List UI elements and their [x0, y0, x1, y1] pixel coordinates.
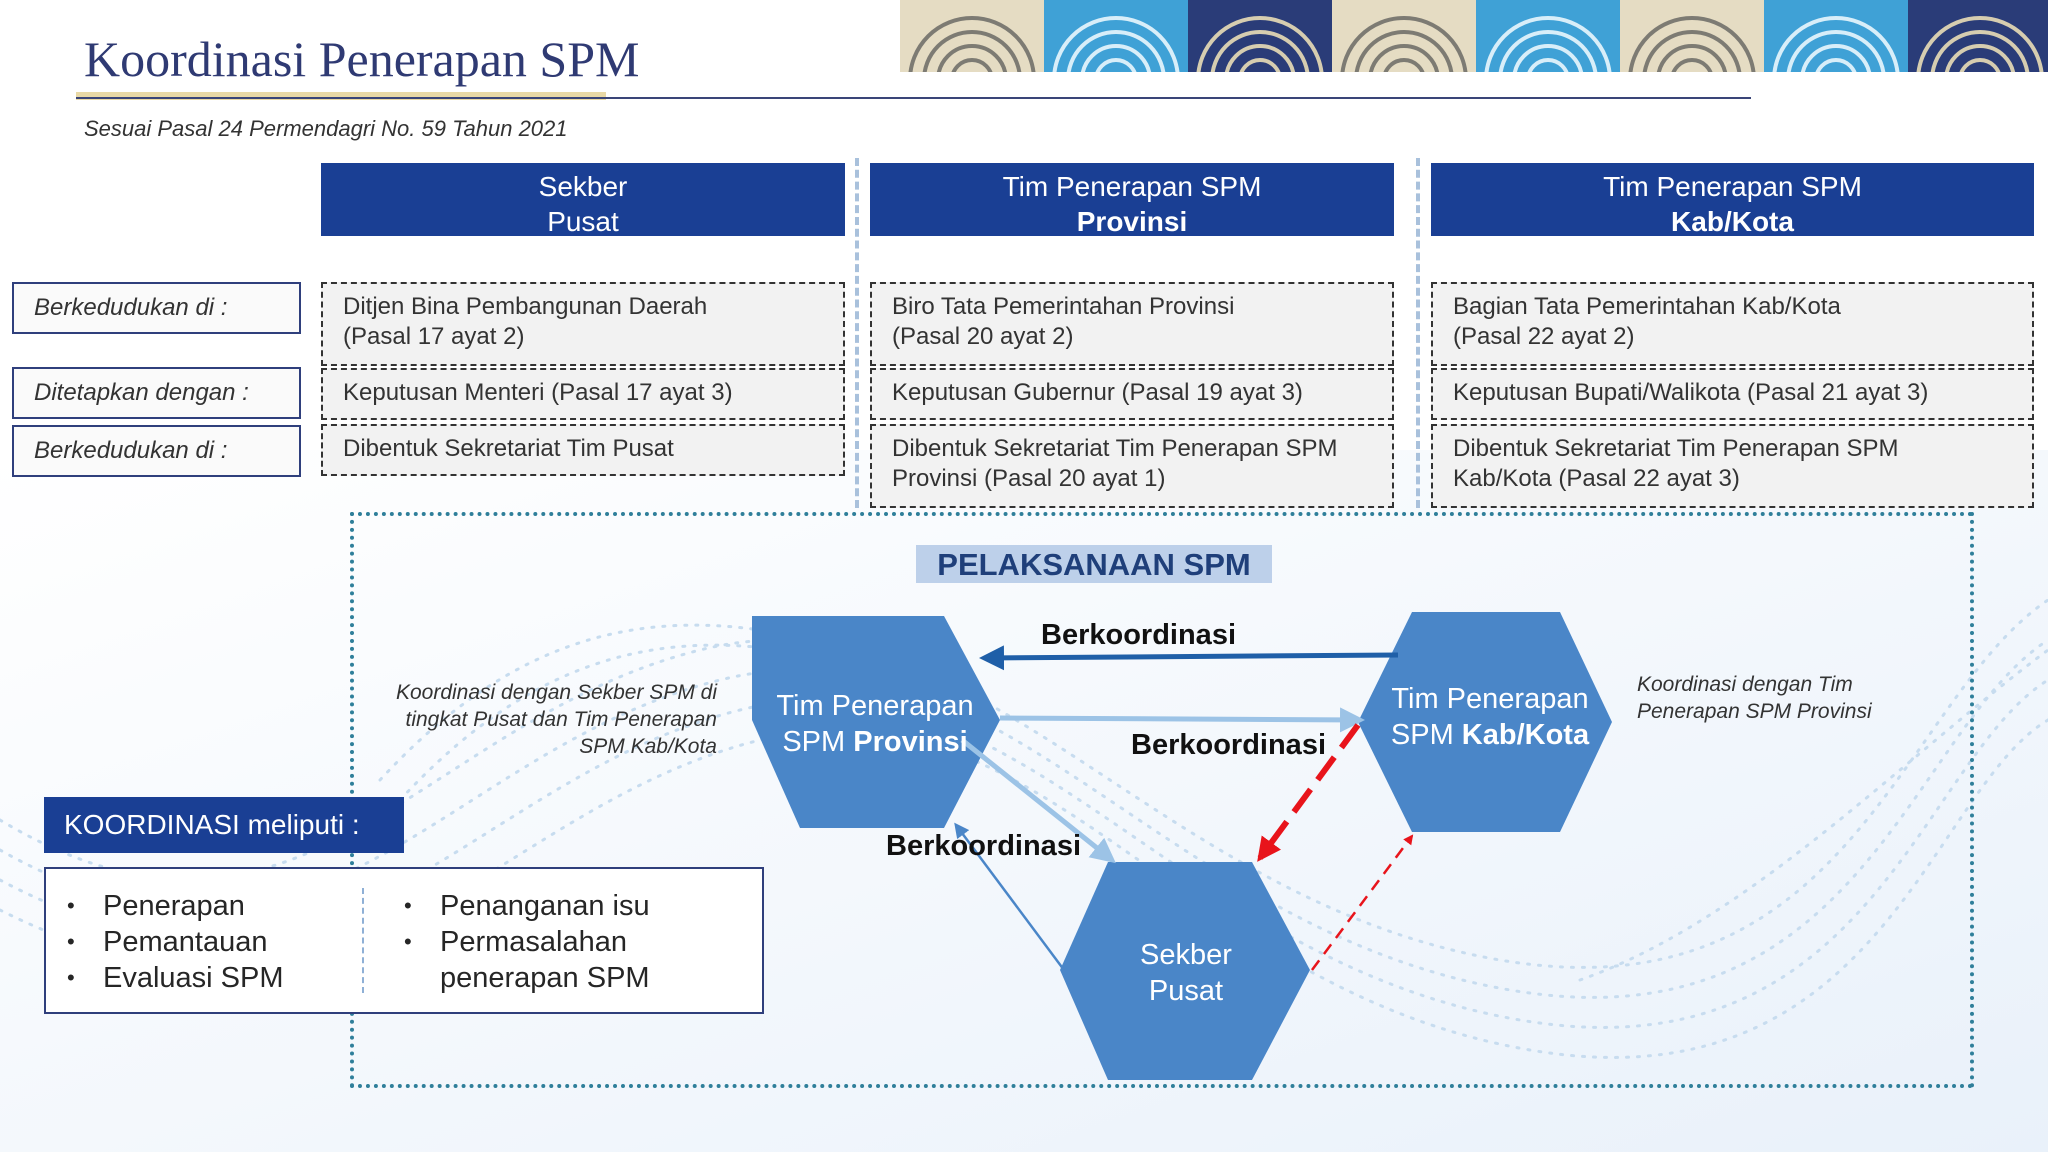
cell-line: Dibentuk Sekretariat Tim Penerapan SPM	[1453, 435, 1899, 462]
column-separator	[855, 158, 859, 508]
cell-provinsi-kedudukan: Biro Tata Pemerintahan Provinsi (Pasal 2…	[870, 282, 1394, 366]
note-line: SPM Kab/Kota	[579, 735, 717, 758]
page-title: Koordinasi Penerapan SPM	[84, 31, 640, 87]
koordinasi-list-right: • Penanganan isu • Permasalahan •penerapan…	[404, 888, 650, 996]
node-line2: Pusat	[1148, 975, 1224, 1007]
cell-line: (Pasal 17 ayat 2)	[343, 323, 525, 350]
arrow-pusat-to-kabkota	[1310, 834, 1414, 971]
row-label-berkedudukan: Berkedudukan di :	[12, 282, 301, 334]
node-line2b: Provinsi	[853, 726, 968, 758]
cell-kabkota-penetapan: Keputusan Bupati/Walikota (Pasal 21 ayat…	[1431, 368, 2034, 420]
hexagon-tim-provinsi	[752, 616, 1000, 828]
cell-pusat-penetapan: Keputusan Menteri (Pasal 17 ayat 3)	[321, 368, 845, 420]
row-label-ditetapkan: Ditetapkan dengan :	[12, 367, 301, 419]
cell-provinsi-sekretariat: Dibentuk Sekretariat Tim Penerapan SPM P…	[870, 424, 1394, 508]
edge-label-top: Berkoordinasi	[1041, 619, 1236, 651]
koordinasi-list-left: • Penerapan • Pemantauan • Evaluasi SPM	[67, 888, 284, 996]
edge-label-bottom: Berkoordinasi	[886, 830, 1081, 862]
node-line1: Tim Penerapan	[1391, 683, 1589, 715]
node-tim-kabkota: Tim Penerapan SPM Kab/Kota	[1370, 681, 1610, 753]
title-accent-bar	[76, 92, 606, 100]
list-item: •penerapan SPM	[404, 960, 650, 996]
cell-line: Keputusan Bupati/Walikota (Pasal 21 ayat…	[1453, 379, 1929, 406]
page-subtitle: Sesuai Pasal 24 Permendagri No. 59 Tahun…	[84, 116, 568, 141]
note-line: Koordinasi dengan Tim	[1637, 673, 1853, 696]
list-item: • Penerapan	[67, 888, 284, 924]
column-header-line2: Kab/Kota	[1671, 206, 1794, 237]
node-line2b: Kab/Kota	[1461, 719, 1590, 751]
cell-kabkota-sekretariat: Dibentuk Sekretariat Tim Penerapan SPM K…	[1431, 424, 2034, 508]
list-item: • Evaluasi SPM	[67, 960, 284, 996]
bullet: •	[67, 929, 75, 954]
column-header-tim-kabkota: Tim Penerapan SPM Kab/Kota	[1431, 163, 2034, 237]
arrow-pusat-to-provinsi	[954, 822, 1066, 971]
node-line1: Tim Penerapan	[776, 690, 974, 722]
list-item-text: Evaluasi SPM	[103, 962, 284, 994]
title-divider	[76, 97, 1751, 99]
koordinasi-box	[44, 867, 764, 1014]
node-tim-provinsi: Tim Penerapan SPM Provinsi	[760, 688, 990, 760]
list-item: • Permasalahan	[404, 924, 650, 960]
arrow-provinsi-to-kabkota	[999, 707, 1365, 733]
cell-line: Dibentuk Sekretariat Tim Penerapan SPM	[892, 435, 1338, 462]
cell-line: Dibentuk Sekretariat Tim Pusat	[343, 435, 674, 462]
bullet: •	[67, 893, 75, 918]
node-line1: Sekber	[1140, 939, 1232, 971]
edge-label-middle: Berkoordinasi	[1131, 729, 1326, 761]
node-sekber-pusat: Sekber Pusat	[1086, 937, 1286, 1009]
node-line2a: SPM	[1390, 719, 1462, 751]
pelaksanaan-title: PELAKSANAAN SPM	[916, 545, 1272, 583]
note-provinsi: Koordinasi dengan Sekber SPM di tingkat …	[360, 679, 717, 760]
cell-line: (Pasal 22 ayat 2)	[1453, 323, 1635, 350]
hexagon-sekber-pusat	[1060, 862, 1310, 1080]
note-kabkota: Koordinasi dengan Tim Penerapan SPM Prov…	[1637, 671, 1937, 725]
list-item: • Pemantauan	[67, 924, 284, 960]
column-header-line2: Pusat	[547, 206, 619, 237]
cell-provinsi-penetapan: Keputusan Gubernur (Pasal 19 ayat 3)	[870, 368, 1394, 420]
cell-line: Bagian Tata Pemerintahan Kab/Kota	[1453, 293, 1841, 320]
cell-line: Keputusan Menteri (Pasal 17 ayat 3)	[343, 379, 733, 406]
column-header-line2: Provinsi	[1076, 206, 1188, 237]
bullet: •	[67, 965, 75, 990]
koordinasi-header: KOORDINASI meliputi :	[44, 797, 404, 853]
node-line2: SPM Kab/Kota	[1370, 717, 1610, 753]
list-item-text: Penerapan	[103, 890, 245, 922]
list-item: • Penanganan isu	[404, 888, 650, 924]
cell-pusat-sekretariat: Dibentuk Sekretariat Tim Pusat	[321, 424, 845, 476]
column-separator	[1416, 158, 1420, 508]
cell-line: Provinsi (Pasal 20 ayat 1)	[892, 465, 1166, 492]
list-item-text: penerapan SPM	[440, 962, 650, 994]
cell-line: Keputusan Gubernur (Pasal 19 ayat 3)	[892, 379, 1303, 406]
cell-line: Kab/Kota (Pasal 22 ayat 3)	[1453, 465, 1740, 492]
column-header-line1: Tim Penerapan SPM	[1603, 171, 1862, 202]
note-line: Koordinasi dengan Sekber SPM di	[395, 681, 717, 704]
bullet: •	[404, 929, 412, 954]
note-line: tingkat Pusat dan Tim Penerapan	[405, 708, 717, 731]
cell-line: Biro Tata Pemerintahan Provinsi	[892, 293, 1235, 320]
hexagon-tim-kabkota	[1358, 612, 1612, 832]
column-header-sekber-pusat: Sekber Pusat	[321, 163, 845, 237]
node-line2: SPM Provinsi	[760, 724, 990, 760]
cell-line: (Pasal 20 ayat 2)	[892, 323, 1074, 350]
arrow-kabkota-to-pusat	[1257, 723, 1361, 862]
arrow-provinsi-to-pusat	[960, 738, 1116, 864]
row-label-berkedudukan-sekretariat: Berkedudukan di :	[12, 425, 301, 477]
cell-kabkota-kedudukan: Bagian Tata Pemerintahan Kab/Kota (Pasal…	[1431, 282, 2034, 366]
list-item-text: Permasalahan	[440, 926, 627, 958]
list-item-text: Penanganan isu	[440, 890, 650, 922]
note-line: Penerapan SPM Provinsi	[1637, 700, 1872, 723]
cell-line: Ditjen Bina Pembangunan Daerah	[343, 293, 708, 320]
column-header-line1: Sekber	[538, 171, 628, 202]
koordinasi-separator	[362, 888, 364, 993]
column-header-tim-provinsi: Tim Penerapan SPM Provinsi	[870, 163, 1394, 237]
bullet: •	[404, 893, 412, 918]
node-line2a: SPM	[782, 726, 854, 758]
cell-pusat-kedudukan: Ditjen Bina Pembangunan Daerah (Pasal 17…	[321, 282, 845, 366]
column-header-line1: Tim Penerapan SPM	[1002, 171, 1262, 202]
header-banner-pattern	[900, 0, 2048, 72]
list-item-text: Pemantauan	[103, 926, 268, 958]
arrow-kabkota-to-provinsi	[979, 645, 1399, 671]
